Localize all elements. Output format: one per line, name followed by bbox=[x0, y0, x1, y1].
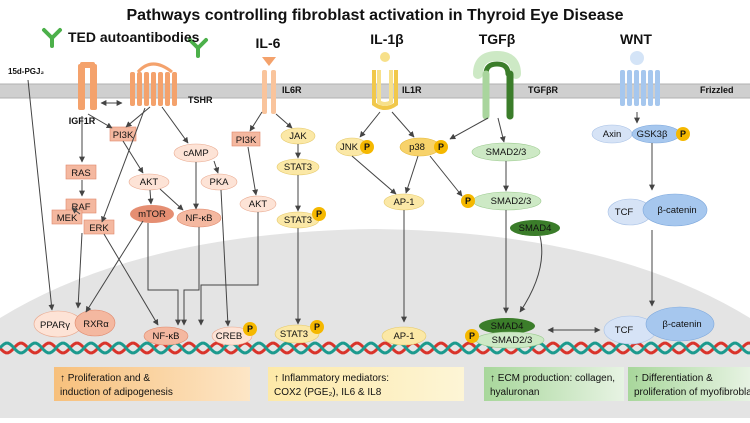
node-nfkb-cyto: NF-κB bbox=[186, 213, 213, 224]
il6r-label: IL6R bbox=[282, 85, 302, 95]
tgfbr-label: TGFβR bbox=[528, 85, 558, 95]
il1r-label: IL1R bbox=[402, 85, 422, 95]
node-ras: RAS bbox=[71, 168, 91, 179]
node-stat3-nuc: STAT3 bbox=[280, 329, 308, 340]
outcome-4-line-1: ↑ Differentiation & bbox=[634, 373, 713, 384]
tshr-receptor-icon bbox=[130, 62, 177, 106]
outcome-2-line-2: COX2 (PGE₂), IL6 & IL8 bbox=[274, 387, 382, 398]
outcome-1-line-1: ↑ Proliferation and & bbox=[60, 373, 150, 384]
node-bcat-cyto: β-catenin bbox=[657, 205, 696, 216]
node-smad23-a: SMAD2/3 bbox=[486, 147, 527, 158]
node-stat3-b: STAT3 bbox=[284, 215, 312, 226]
node-erk: ERK bbox=[89, 223, 109, 234]
phospho-jnk: P bbox=[364, 142, 370, 152]
node-tcf-nuc: TCF bbox=[615, 325, 634, 336]
outcome-box-inflammatory bbox=[268, 367, 464, 401]
il6-ligand-icon bbox=[262, 57, 276, 66]
node-rxra: RXRα bbox=[83, 319, 109, 330]
node-tcf-cyto: TCF bbox=[615, 207, 634, 218]
node-gsk3b: GSK3β bbox=[637, 129, 668, 140]
frizzled-receptor-icon bbox=[620, 70, 660, 106]
node-nfkb-nuc: NF-κB bbox=[153, 331, 180, 342]
phospho-creb: P bbox=[247, 324, 253, 334]
outcome-box-ecm bbox=[484, 367, 624, 401]
igf1r-receptor-icon bbox=[78, 62, 97, 110]
node-raf: RAF bbox=[72, 202, 91, 213]
il1r-receptor-icon bbox=[372, 70, 398, 110]
phospho-smad23-nuc: P bbox=[469, 331, 475, 341]
pgj2-label: 15d-PGJ₂ bbox=[8, 67, 44, 76]
wnt-ligand-icon bbox=[630, 51, 644, 65]
node-ap1-cyto: AP-1 bbox=[393, 197, 414, 208]
node-smad4-cyto: SMAD4 bbox=[519, 223, 552, 234]
il1b-label: IL-1β bbox=[370, 31, 404, 47]
frizzled-label: Frizzled bbox=[700, 85, 734, 95]
phospho-stat3-b: P bbox=[316, 209, 322, 219]
il6-label: IL-6 bbox=[256, 35, 281, 51]
node-pparg: PPARγ bbox=[40, 320, 70, 331]
node-smad23-nuc: SMAD2/3 bbox=[492, 335, 533, 346]
node-akt-b: AKT bbox=[249, 199, 268, 210]
tgfbr-receptor-icon bbox=[473, 50, 521, 120]
node-pi3k-b: PI3K bbox=[236, 135, 257, 146]
outcome-2-line-1: ↑ Inflammatory mediators: bbox=[274, 373, 389, 384]
outcome-box-proliferation bbox=[54, 367, 250, 401]
node-smad23-b: SMAD2/3 bbox=[491, 196, 532, 207]
figure-title: Pathways controlling fibroblast activati… bbox=[126, 7, 623, 24]
tshr-label: TSHR bbox=[188, 95, 213, 105]
node-bcat-nuc: β-catenin bbox=[662, 319, 701, 330]
node-p38: p38 bbox=[409, 142, 425, 153]
outcome-3-line-1: ↑ ECM production: collagen, bbox=[490, 373, 615, 384]
phospho-smad23-b: P bbox=[465, 196, 471, 206]
phospho-stat3-nuc: P bbox=[314, 322, 320, 332]
node-jnk: JNK bbox=[340, 142, 359, 153]
node-mtor: mTOR bbox=[138, 209, 166, 220]
node-mek: MEK bbox=[57, 213, 78, 224]
ted-autoantibodies-label: TED autoantibodies bbox=[68, 29, 200, 45]
node-ap1-nuc: AP-1 bbox=[393, 331, 414, 342]
wnt-label: WNT bbox=[620, 31, 652, 47]
phospho-gsk3b: P bbox=[680, 129, 686, 139]
phospho-p38: P bbox=[438, 142, 444, 152]
node-akt-a: AKT bbox=[140, 177, 159, 188]
node-creb: CREB bbox=[216, 331, 242, 342]
node-axin: Axin bbox=[603, 129, 621, 140]
outcome-3-line-2: hyaluronan bbox=[490, 387, 539, 398]
tgfb-label: TGFβ bbox=[479, 31, 516, 47]
outcome-1-line-2: induction of adipogenesis bbox=[60, 387, 173, 398]
outcome-box-differentiation bbox=[628, 367, 750, 401]
il6r-receptor-icon bbox=[262, 70, 276, 114]
node-smad4-nuc: SMAD4 bbox=[491, 321, 524, 332]
il1b-ligand-icon bbox=[380, 52, 390, 62]
node-camp: cAMP bbox=[183, 148, 208, 159]
node-pka: PKA bbox=[209, 177, 229, 188]
node-stat3-a: STAT3 bbox=[284, 162, 312, 173]
node-jak: JAK bbox=[289, 131, 307, 142]
antibody-icon bbox=[42, 28, 208, 58]
outcome-4-line-2: proliferation of myofibroblasts bbox=[634, 387, 750, 398]
node-pi3k-a: PI3K bbox=[113, 130, 134, 141]
